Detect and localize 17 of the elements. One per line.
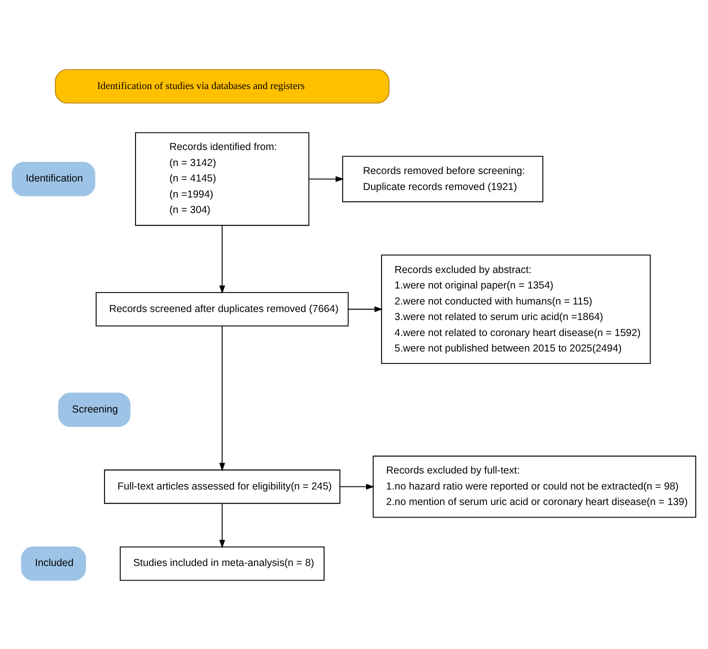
node-box: Full-text articles assessed for eligibility(n = 245)	[104, 469, 340, 504]
node-box: Included	[21, 546, 86, 580]
arrow	[219, 502, 226, 548]
node-box: Identification of studies via databases and registers	[54, 68, 390, 104]
arrow	[339, 483, 374, 490]
node-box: Identification	[12, 161, 96, 196]
node-box: Records screened after duplicates removed (7664)	[96, 292, 349, 326]
node-box: Records excluded by full-text: 1.no hazard ratio were reported or could not be extracted(n = 98) 2.no mention of serum uric acid or coronary heart disease(n = 139)	[372, 455, 696, 518]
node-box: Records removed before screening: Duplicate records removed (1921)	[342, 155, 544, 202]
arrow	[219, 224, 226, 294]
node-box: Records identified from: (n = 3142) (n = 4145) (n =1994) (n = 304)	[135, 132, 310, 226]
node-box: Screening	[58, 392, 130, 426]
arrow	[348, 306, 383, 312]
node-box: Studies included in meta-analysis(n = 8)	[120, 546, 325, 580]
node-box: Records excluded by abstract: 1.were not original paper(n = 1354) 2.were not conducted with humans(n = 115) 3.were not related to serum uric acid(n =1864) 4.were not related to coronary heart disease(n = 1592) 5.were not published between 2015 to 2025(2494)	[381, 254, 651, 364]
arrow	[308, 176, 344, 182]
arrow	[219, 325, 226, 471]
